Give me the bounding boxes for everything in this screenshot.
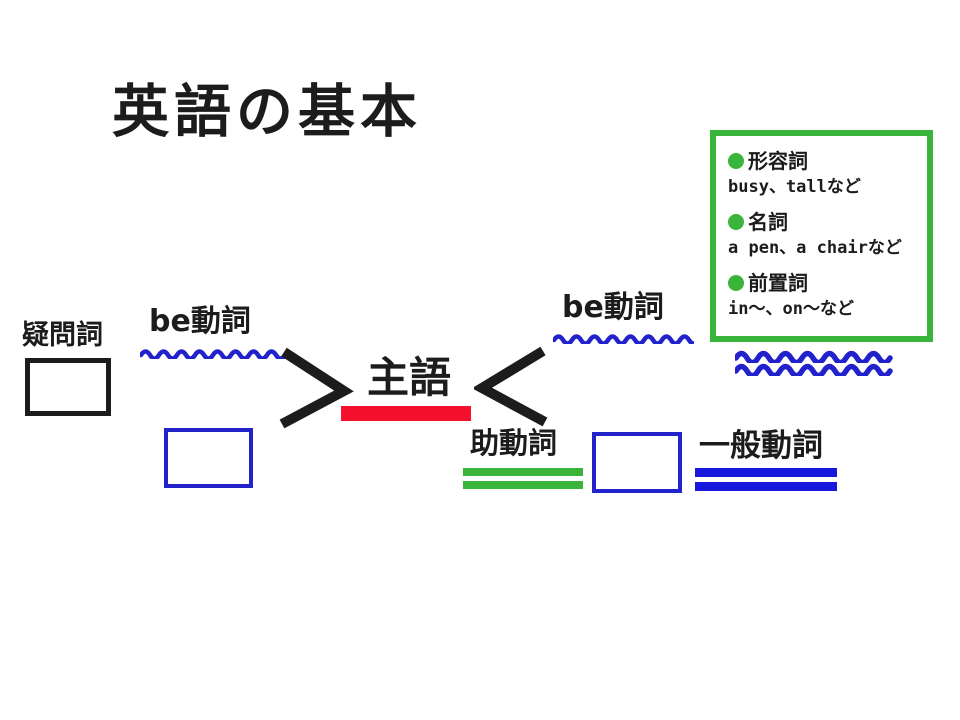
be-verb-left-label: be動詞 xyxy=(149,304,251,339)
legend-item-adjective: 形容詞 busy、tallなど xyxy=(728,147,915,201)
general-verb-label: 一般動詞 xyxy=(699,428,823,464)
general-verb-blue-underline-bottom xyxy=(695,482,837,491)
be-verb-right-label: be動詞 xyxy=(562,290,664,325)
left-chevron-icon xyxy=(474,346,548,427)
legend-item-noun: 名詞 a pen、a chairなど xyxy=(728,208,915,262)
be-verb-right-wavy-underline xyxy=(553,334,694,344)
green-bullet-icon xyxy=(728,274,744,291)
legend-item-preposition: 前置詞 in〜、on〜など xyxy=(728,269,915,323)
legend-example: busy、tallなど xyxy=(728,177,861,197)
legend-example: a pen、a chairなど xyxy=(728,238,902,258)
question-word-label: 疑問詞 xyxy=(22,320,103,351)
legend-label: 前置詞 xyxy=(748,270,808,295)
right-chevron-icon xyxy=(279,347,354,429)
legend-example: in〜、on〜など xyxy=(728,299,854,319)
page-title: 英語の基本 xyxy=(112,79,422,145)
legend-box: 形容詞 busy、tallなど 名詞 a pen、a chairなど 前置詞 i… xyxy=(710,130,933,342)
legend-label: 形容詞 xyxy=(748,148,808,173)
general-verb-blue-underline-top xyxy=(695,468,837,477)
blank-box-right xyxy=(592,432,682,493)
subject-label: 主語 xyxy=(367,353,452,402)
legend-wavy-underline-bottom xyxy=(735,363,893,376)
question-word-blank-box xyxy=(25,358,111,416)
auxiliary-verb-label: 助動詞 xyxy=(470,426,558,460)
green-bullet-icon xyxy=(728,152,744,169)
green-bullet-icon xyxy=(728,213,744,230)
auxiliary-verb-green-underline-top xyxy=(463,468,583,476)
legend-label: 名詞 xyxy=(748,209,788,234)
auxiliary-verb-green-underline-bottom xyxy=(463,481,583,489)
subject-red-underline xyxy=(341,406,471,421)
be-verb-left-wavy-underline xyxy=(140,349,287,359)
legend-wavy-underline-top xyxy=(735,350,893,363)
blank-box-left xyxy=(164,428,253,488)
